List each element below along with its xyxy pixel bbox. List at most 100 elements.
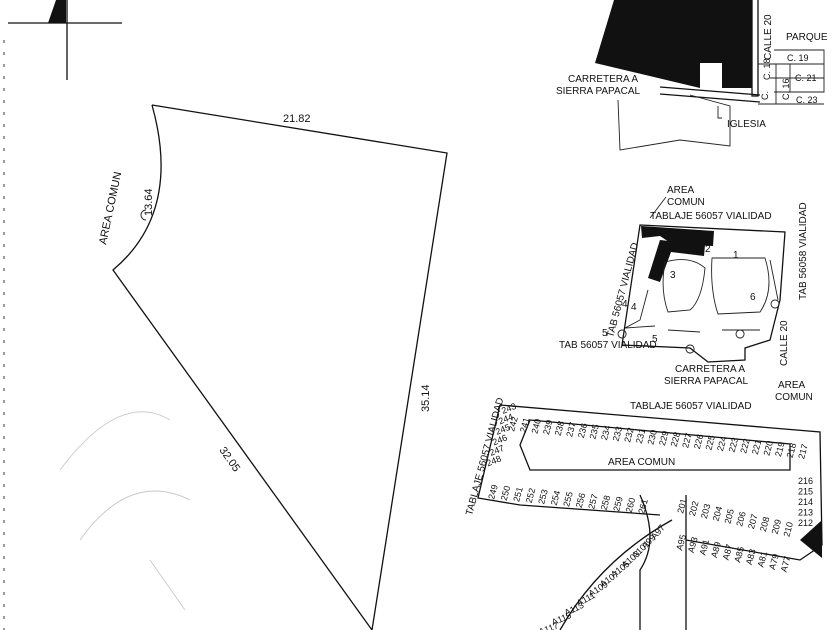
lot-number: A91: [697, 538, 711, 556]
carretera-label: CARRETERA A: [568, 74, 638, 85]
urban-block: [595, 0, 752, 88]
carretera-sub-label: CARRETERA A: [675, 364, 745, 375]
lot-number: 203: [699, 503, 713, 520]
north-arrow-icon: [8, 0, 122, 80]
sierra-sub-label: SIERRA PAPACAL: [664, 376, 749, 387]
subdivision-number: 4: [631, 302, 637, 313]
c23-label: C. 23: [796, 95, 818, 105]
lot-number: 232: [622, 426, 636, 443]
c19-label: C. 19: [787, 53, 809, 63]
lot-number: 226: [692, 433, 706, 450]
scan-noise: [59, 411, 191, 611]
lot-number: A117: [537, 621, 560, 630]
lot-number: A77: [779, 555, 793, 573]
lot-number: 222: [738, 437, 752, 454]
calle-20-label: CALLE 20: [763, 14, 774, 60]
main-lot: 21.82 35.14 32.05 13.64 AREA COMUN: [97, 104, 448, 630]
parque-label: PARQUE: [786, 32, 828, 43]
lot-number: A87: [721, 543, 735, 561]
lot-number: 207: [746, 513, 760, 530]
lot-number: 260: [624, 497, 638, 514]
sierra-papacal-label: SIERRA PAPACAL: [556, 86, 641, 97]
lot-number: 235: [587, 423, 601, 440]
lot-number: 210: [781, 521, 795, 538]
subdivision-number: 1: [733, 250, 739, 261]
lot-number: 227: [680, 432, 694, 449]
area-comun-lots-label: AREA COMUN: [608, 457, 675, 468]
circle-markers: [617, 299, 780, 354]
lot-number: 253: [536, 488, 550, 505]
lot-number: 208: [758, 516, 772, 533]
lot-number: 230: [645, 429, 659, 446]
lot-dimension-top: 21.82: [283, 113, 311, 125]
dark-lot-left: [648, 240, 705, 282]
lot-number: 216: [798, 476, 813, 486]
subdivision-outline: [621, 224, 786, 363]
lot-number: 212: [798, 518, 813, 528]
area-comun-boundary: [519, 419, 791, 471]
lot-number: 241: [518, 417, 532, 434]
lot-number: 202: [687, 500, 701, 517]
lot-number: 261: [636, 498, 650, 515]
lots-map: TABLAJE 56057 VIALIDAD TABLAJE 56057 VIA…: [464, 397, 823, 630]
lot-area-label: AREA COMUN: [97, 171, 124, 246]
subdivision-number: 2: [705, 244, 711, 255]
lot-dimension-arc: 13.64: [143, 188, 155, 216]
subdivision-number: 5: [602, 328, 608, 339]
lot-number: 252: [524, 487, 538, 504]
lot-number: 255: [561, 491, 575, 508]
lot-number: 206: [734, 510, 748, 527]
lot-number: 229: [657, 430, 671, 447]
lot-labels: 2422412402392382372362352342332322312302…: [485, 401, 813, 630]
lot-number: A81: [755, 550, 769, 568]
lot-number: 217: [796, 443, 810, 460]
lot-number: A79: [767, 553, 781, 571]
lot-number: 236: [576, 422, 590, 439]
lot-number: 254: [549, 489, 563, 506]
cul-de-sac-boundary: [559, 494, 687, 630]
subdivision-number: 6: [750, 292, 756, 303]
subdivision-map: AREA COMUN TABLAJE 56057 VIALIDAD TAB 56…: [559, 185, 813, 403]
arc-symbol-icon: [140, 209, 147, 221]
lot-number: 218: [785, 442, 799, 459]
lot-number: 239: [541, 419, 555, 436]
lot-number: 209: [770, 518, 784, 535]
c21-label: C. 21: [795, 73, 817, 83]
lot-boundary: [112, 104, 448, 630]
lot-dimension-bottom: 32.05: [217, 445, 243, 474]
tab-56058-label: TAB 56058 VIALIDAD: [798, 202, 809, 300]
lot-number: 205: [722, 508, 736, 525]
lot-number: 204: [711, 505, 725, 522]
lot-number: A89: [709, 541, 723, 559]
triangle-marker: [800, 520, 822, 558]
tab-56057-bottom-label: TAB 56057 VIALIDAD: [559, 340, 657, 351]
lot-number: A93: [686, 536, 700, 554]
area-comun-br-1: AREA: [778, 380, 806, 391]
area-comun-top-2: COMUN: [667, 197, 705, 208]
area-comun-top-1: AREA: [667, 185, 695, 196]
subdivision-number: 3: [670, 270, 676, 281]
area-comun-br-2: COMUN: [775, 392, 813, 403]
lot-number: 228: [669, 431, 683, 448]
lot-number: 251: [511, 486, 525, 503]
lot-number: 240: [529, 418, 543, 435]
tablaje-top-lots-label: TABLAJE 56057 VIALIDAD: [630, 401, 752, 412]
lot-number: 256: [574, 492, 588, 509]
lot-number: 215: [798, 487, 813, 497]
lot-number: 250: [499, 485, 513, 502]
subdivision-number: 4: [622, 299, 628, 310]
lot-number: 219: [773, 441, 787, 458]
lot-number: 238: [553, 420, 567, 437]
lot-number: 213: [798, 508, 813, 518]
lot-number: 259: [611, 495, 625, 512]
lot-number: 234: [599, 424, 613, 441]
subdivision-number: 5: [652, 334, 658, 345]
lot-number: A85: [732, 545, 746, 563]
iglesia-label: IGLESIA: [727, 119, 766, 130]
lot-number: A95: [674, 533, 688, 551]
lot-number: 214: [798, 497, 813, 507]
lot-number: 201: [675, 497, 689, 514]
dark-lot-top: [641, 226, 714, 246]
lot-number: 225: [703, 434, 717, 451]
